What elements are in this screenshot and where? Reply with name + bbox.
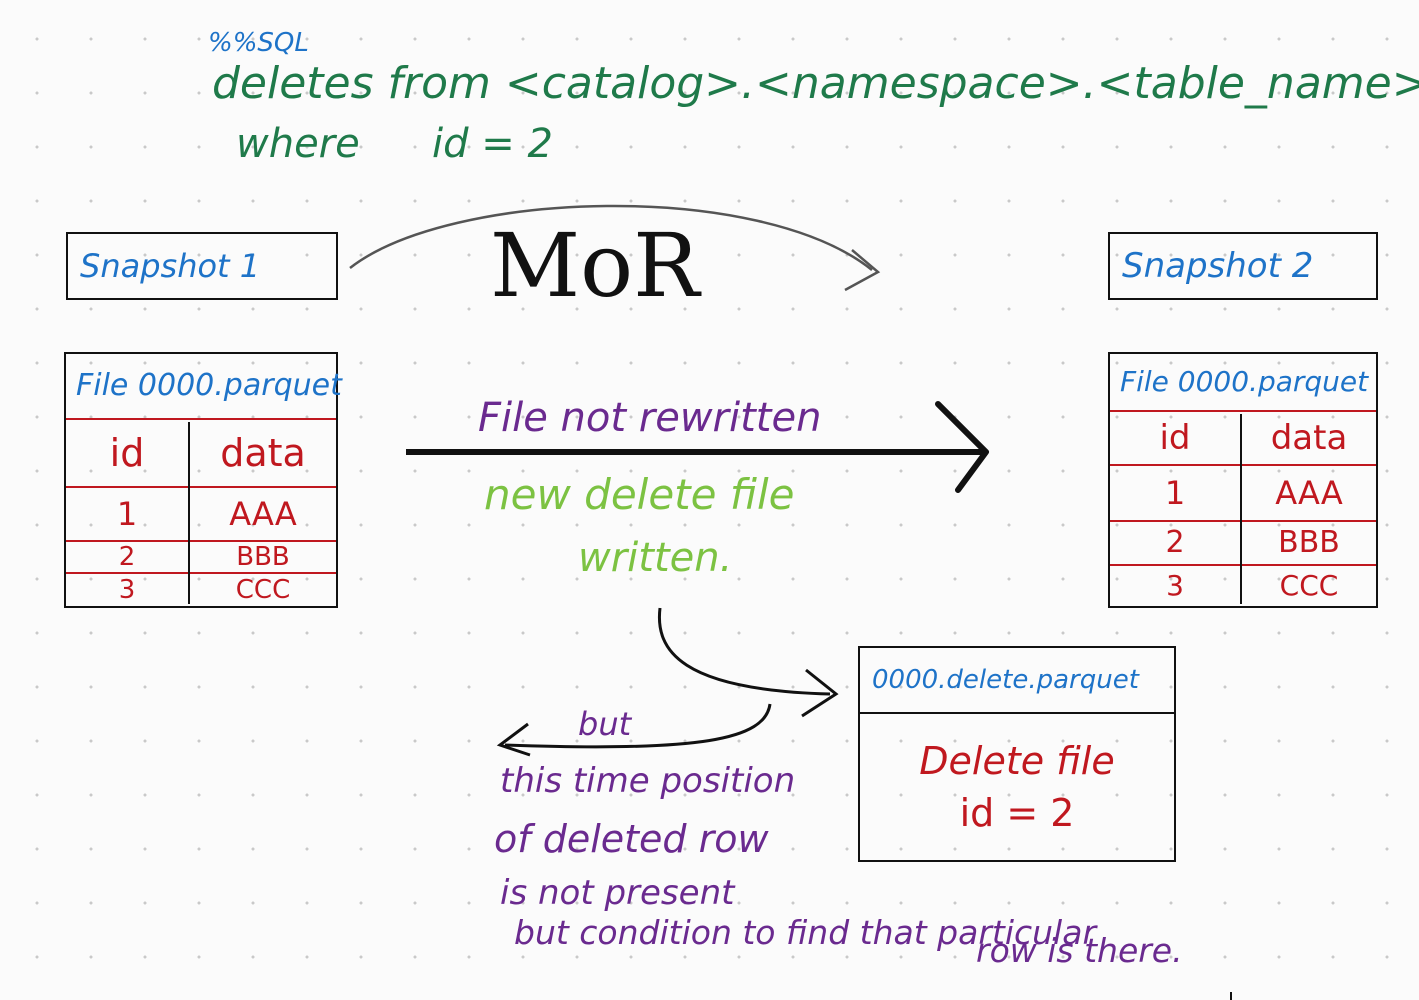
sql-where-keyword: where	[236, 121, 360, 167]
table-row: id data	[1110, 412, 1376, 466]
column-divider	[188, 422, 190, 604]
file-table-2-header: File 0000.parquet	[1110, 354, 1376, 412]
mor-label: MoR	[490, 214, 700, 317]
cell-data: BBB	[1278, 525, 1340, 560]
cell-id: 3	[118, 575, 136, 605]
written-text: written.	[578, 535, 733, 581]
mor-arc-arrowhead	[844, 249, 881, 292]
column-divider	[1240, 414, 1242, 604]
cell-id: 2	[118, 542, 136, 572]
note-line-3: is not present	[500, 873, 735, 913]
sql-magic-label: %%SQL	[208, 28, 309, 58]
file-table-2: File 0000.parquet id data 1 AAA 2 BBB 3 …	[1108, 352, 1378, 608]
cell-data: AAA	[229, 495, 297, 533]
note-line-2: of deleted row	[494, 817, 769, 861]
cell-data: BBB	[236, 542, 290, 572]
file-table-1-header: File 0000.parquet	[66, 354, 342, 420]
delete-file-header: 0000.delete.parquet	[860, 648, 1174, 714]
column-header-data: data	[220, 431, 306, 475]
note-line-5: row is there.	[976, 931, 1183, 970]
cell-id: 1	[116, 495, 138, 533]
note-line-4: but condition to find that particular	[514, 913, 1097, 952]
cell-data: CCC	[1279, 569, 1339, 602]
new-delete-file-text: new delete file	[484, 470, 795, 519]
snapshot-1-label: Snapshot 1	[80, 247, 261, 285]
sql-where-condition: id = 2	[432, 121, 553, 167]
delete-file-name: 0000.delete.parquet	[872, 665, 1139, 695]
column-header-data: data	[1270, 418, 1348, 458]
snapshot-2-box: Snapshot 2	[1108, 232, 1378, 300]
file-table-2-name: File 0000.parquet	[1120, 365, 1369, 398]
delete-file-arrow	[657, 607, 831, 696]
note-but: but	[578, 705, 632, 743]
delete-file-arrowhead	[801, 668, 839, 718]
main-arrow-head	[935, 401, 989, 493]
cell-id: 2	[1165, 525, 1185, 560]
table-row: 3 CCC	[1110, 566, 1376, 606]
note-line-1: this time position	[500, 761, 796, 801]
table-row: 3 CCC	[66, 574, 336, 606]
note-back-arrow	[504, 703, 772, 749]
column-header-id: id	[109, 431, 145, 475]
table-row: 2 BBB	[1110, 522, 1376, 566]
delete-file-body: Delete file id = 2	[860, 714, 1174, 860]
table-row: id data	[66, 420, 336, 488]
cell-data: CCC	[235, 575, 291, 605]
cell-id: 1	[1164, 474, 1186, 512]
column-header-id: id	[1159, 418, 1191, 458]
snapshot-2-label: Snapshot 2	[1122, 246, 1314, 286]
note-back-arrowhead	[496, 722, 531, 757]
delete-file-title: Delete file	[919, 739, 1115, 783]
table-row: 1 AAA	[1110, 466, 1376, 522]
file-table-1: File 0000.parquet id data 1 AAA 2 BBB 3 …	[64, 352, 342, 608]
snapshot-1-box: Snapshot 1	[66, 232, 338, 300]
table-row: 1 AAA	[66, 488, 336, 542]
delete-file-condition: id = 2	[959, 791, 1075, 835]
file-table-1-name: File 0000.parquet	[76, 368, 342, 403]
delete-file-box: 0000.delete.parquet Delete file id = 2	[858, 646, 1176, 862]
mor-arc-arrow	[349, 204, 873, 271]
cell-data: AAA	[1275, 474, 1343, 512]
table-row: 2 BBB	[66, 542, 336, 574]
file-not-rewritten-text: File not rewritten	[478, 395, 822, 441]
sql-statement-line1: deletes from <catalog>.<namespace>.<tabl…	[212, 58, 1419, 109]
cell-id: 3	[1166, 569, 1184, 602]
